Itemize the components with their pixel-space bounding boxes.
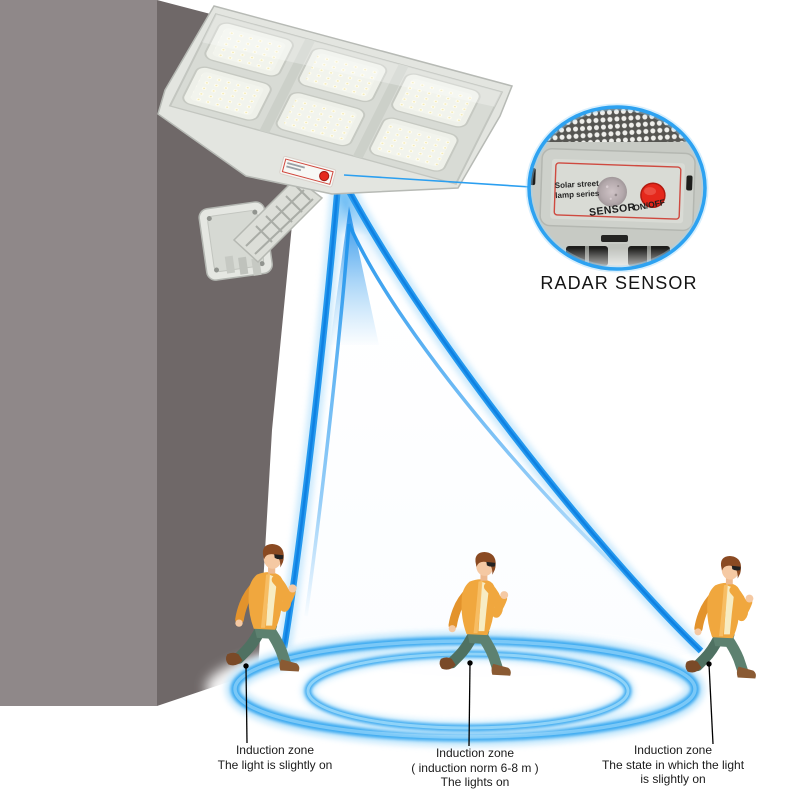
lamp-arm xyxy=(232,177,324,264)
led-modules xyxy=(182,22,481,172)
zone-right-line2: The state in which the light xyxy=(601,757,745,772)
zone-label-left: Induction zone The light is slightly on xyxy=(165,743,385,772)
zone-label-right: Induction zone The state in which the li… xyxy=(563,743,783,787)
induction-ring-inner xyxy=(301,647,635,735)
zone-middle-line2: ( induction norm 6-8 m ) xyxy=(411,760,539,775)
person-right xyxy=(685,556,756,679)
inset-circle-ring xyxy=(527,105,707,271)
street-lamp xyxy=(157,5,514,281)
zone-left-line1: Induction zone xyxy=(235,743,315,757)
pointer-lines xyxy=(245,662,714,747)
inset-connector-line xyxy=(343,174,532,188)
lamp-head xyxy=(157,5,514,195)
beam-right-edge xyxy=(332,168,707,657)
zone-label-middle: Induction zone ( induction norm 6-8 m ) … xyxy=(365,746,585,790)
zone-middle-line3: The lights on xyxy=(440,775,510,789)
zone-right-line3: is slightly on xyxy=(640,772,706,786)
sticker-brand-text: Solar street lamp series xyxy=(555,179,600,200)
zone-middle-line1: Induction zone xyxy=(435,746,515,760)
inset-caption: RADAR SENSOR xyxy=(540,273,698,293)
sensor-dome xyxy=(597,176,628,207)
zone-right-line1: Induction zone xyxy=(633,743,713,757)
sensor-inset xyxy=(525,103,709,273)
lamp-onoff-button xyxy=(319,170,330,182)
beam-inner-left-edge xyxy=(304,223,351,617)
pointer-dots xyxy=(243,660,712,669)
zone-left-line2: The light is slightly on xyxy=(217,757,333,772)
lamp-sensor-sticker xyxy=(279,155,337,188)
